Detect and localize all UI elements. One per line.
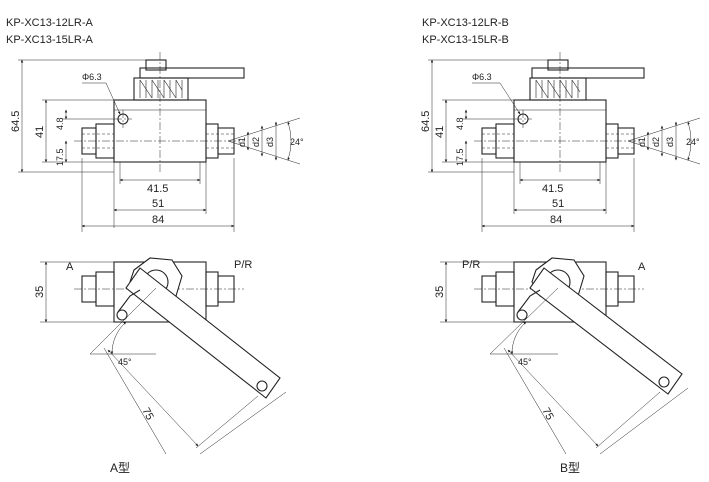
model-title-2: KP-XC13-15LR-A	[6, 34, 93, 46]
top-view-b: 24° d1 d2 d3 Φ6.3 64.5 41 4.8 17.5	[420, 52, 701, 232]
cone-angle-label: 24°	[290, 137, 304, 147]
length-75-label-b: 75	[539, 406, 555, 422]
handle-hole	[256, 380, 268, 392]
caption-a: A型	[110, 461, 130, 475]
port-label-left: A	[66, 261, 74, 273]
model-title-1: KP-XC13-12LR-A	[6, 17, 93, 29]
stem-cap	[145, 59, 167, 71]
offset-4-8-label-b: 4.8	[455, 117, 465, 130]
handle-body-b	[529, 267, 683, 395]
port-label-right-b: A	[638, 261, 646, 273]
width-84-label-b: 84	[550, 214, 562, 226]
length-75-label: 75	[139, 406, 155, 422]
height-64-5-label: 64.5	[10, 111, 22, 132]
caption-b: B型	[560, 461, 580, 475]
hole-dia-label-b: Φ6.3	[472, 72, 492, 82]
port-label-right: P/R	[234, 259, 252, 271]
d3-label: d3	[265, 137, 275, 147]
model-title-3: KP-XC13-12LR-B	[422, 17, 509, 29]
port-label-left-b: P/R	[462, 259, 480, 271]
handle-rotated-b	[529, 267, 683, 395]
bottom-mounting-hole	[116, 309, 128, 321]
knurled-knob	[133, 77, 189, 101]
width-84-label: 84	[152, 214, 164, 226]
hole-dia-label: Φ6.3	[82, 72, 102, 82]
d1-label-b: d1	[637, 137, 647, 147]
handle-rotated-a	[125, 267, 281, 399]
handle-bar-b	[531, 67, 645, 79]
cone-angle-label-b: 24°	[686, 137, 700, 147]
handle-hole-b	[658, 376, 670, 388]
width-51-label: 51	[152, 198, 164, 210]
model-title-4: KP-XC13-15LR-B	[422, 34, 509, 46]
panel-b: KP-XC13-12LR-B KP-XC13-15LR-B	[420, 17, 701, 475]
d1-label: d1	[237, 137, 247, 147]
handle-body	[125, 267, 281, 399]
knurl-diagonal	[139, 79, 183, 99]
offset-4-8-label: 4.8	[55, 117, 65, 130]
panel-a: KP-XC13-12LR-A KP-XC13-15LR-A	[6, 17, 304, 475]
width-41-5-label-b: 41.5	[542, 183, 563, 195]
offset-17-5-label-b: 17.5	[455, 148, 465, 166]
d2-label-b: d2	[651, 137, 661, 147]
angle-45-label-b: 45°	[518, 357, 532, 367]
top-view-a: 24° d1 d2 d3 Φ6.3 64.5 41 4.8	[10, 52, 304, 232]
bottom-view-a: 35 A P/R 45°	[34, 257, 287, 475]
angle-45-label: 45°	[118, 357, 132, 367]
width-41-5-label: 41.5	[147, 183, 168, 195]
width-51-label-b: 51	[552, 198, 564, 210]
height-35-label: 35	[34, 286, 46, 298]
bottom-view-b: 35 P/R A 45° 75	[434, 257, 689, 475]
d3-label-b: d3	[665, 137, 675, 147]
offset-17-5-label: 17.5	[55, 148, 65, 166]
height-35-label-b: 35	[434, 286, 446, 298]
bottom-mounting-hole-b	[516, 309, 528, 321]
height-64-5-label-b: 64.5	[420, 111, 432, 132]
knurled-knob-b	[529, 77, 587, 101]
handle-bar	[139, 67, 245, 79]
body-41-label-b: 41	[434, 126, 446, 138]
d2-label: d2	[251, 137, 261, 147]
body-41-label: 41	[34, 126, 46, 138]
